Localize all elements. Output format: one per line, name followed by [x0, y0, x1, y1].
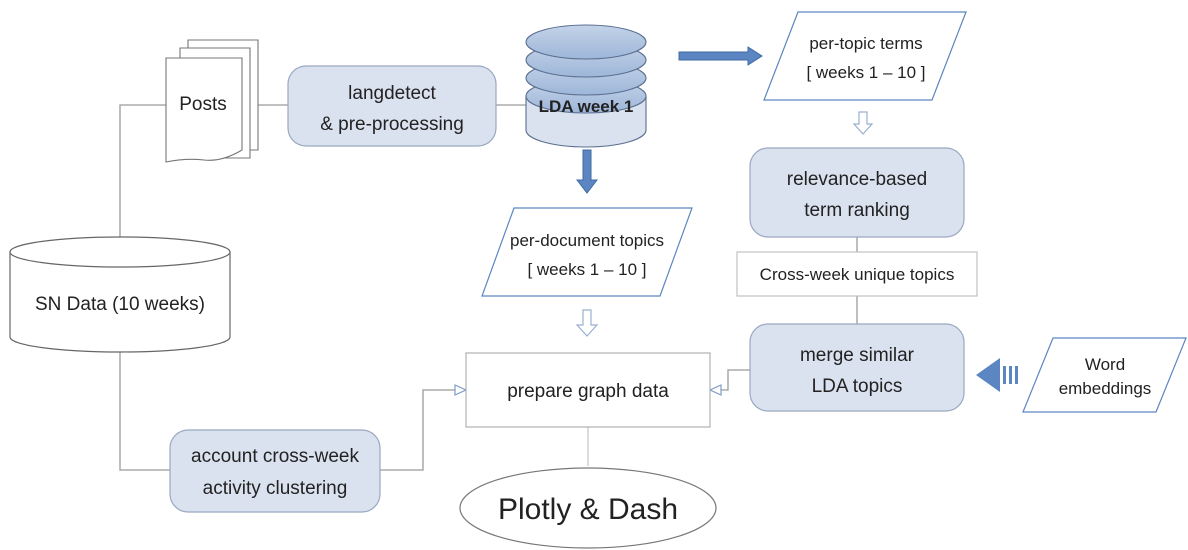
prepare-graph-data: prepare graph data: [465, 352, 711, 428]
per-topic-terms-io: per-topic terms [ weeks 1 – 10 ]: [763, 11, 967, 101]
langdetect-label-line2: & pre-processing: [320, 114, 464, 135]
cross-week-label: Cross-week unique topics: [760, 265, 955, 284]
posts-label: Posts: [179, 94, 227, 115]
cross-week-unique-topics: Cross-week unique topics: [736, 251, 978, 297]
arrow-lda-to-per-document: [575, 149, 599, 194]
arrow-lda-to-per-topic: [678, 46, 763, 66]
word-embeddings-io: Word embeddings: [1022, 337, 1187, 413]
connector-lines: [119, 104, 858, 471]
merge-label-line1: merge similar: [800, 345, 915, 366]
merge-similar-topics-process: merge similar LDA topics: [749, 323, 965, 412]
word-embeddings-label-line1: Word: [1085, 355, 1125, 374]
relevance-label-line1: relevance-based: [787, 169, 927, 190]
striped-arrow-embeddings-to-merge: [976, 358, 1018, 392]
sn-data-label: SN Data (10 weeks): [35, 294, 205, 315]
account-label-line1: account cross-week: [191, 446, 359, 467]
posts-document-stack: Posts: [165, 39, 259, 163]
connector-account-to-prepare: [380, 384, 468, 471]
connector-sn-to-account: [119, 352, 170, 471]
langdetect-label-line1: langdetect: [348, 83, 436, 104]
per-topic-label-line2: [ weeks 1 – 10 ]: [806, 63, 925, 82]
per-document-label-line1: per-document topics: [510, 231, 664, 250]
prepare-graph-label: prepare graph data: [507, 381, 669, 402]
hollow-arrow-per-topic-to-relevance: [852, 111, 874, 135]
connector-sn-to-posts: [119, 104, 172, 237]
account-label-line2: activity clustering: [203, 478, 348, 499]
per-document-topics-io: per-document topics [ weeks 1 – 10 ]: [481, 207, 693, 297]
plotly-dash-output: Plotly & Dash: [459, 467, 717, 549]
lda-disk-stack: LDA week 1: [525, 24, 647, 148]
langdetect-process: langdetect & pre-processing: [287, 65, 497, 147]
per-document-label-line2: [ weeks 1 – 10 ]: [527, 260, 646, 279]
plotly-dash-label: Plotly & Dash: [498, 493, 678, 526]
relevance-ranking-process: relevance-based term ranking: [749, 147, 965, 238]
per-topic-label-line1: per-topic terms: [809, 34, 922, 53]
relevance-label-line2: term ranking: [804, 200, 910, 221]
merge-label-line2: LDA topics: [812, 376, 903, 397]
word-embeddings-label-line2: embeddings: [1059, 379, 1152, 398]
account-clustering-process: account cross-week activity clustering: [169, 429, 381, 513]
connector-merge-to-prepare: [708, 369, 750, 396]
sn-data-cylinder: SN Data (10 weeks): [9, 236, 231, 353]
posts-document: [165, 57, 243, 163]
hollow-arrow-per-document-to-prepare: [575, 309, 599, 337]
lda-label: LDA week 1: [539, 97, 634, 116]
